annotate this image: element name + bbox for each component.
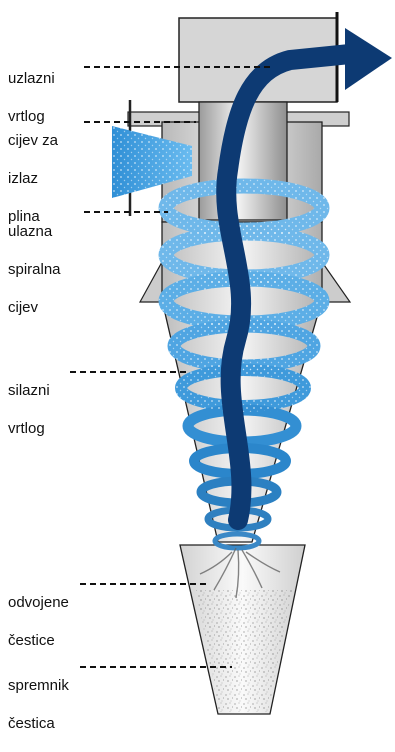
label-separated-particles: odvojene čestice [8,574,69,669]
label-line: spremnik [8,676,69,695]
label-line: cijev za [8,131,58,150]
label-line: cijev [8,298,61,317]
cyclone-separator-diagram: uzlazni vrtlog cijev za izlaz plina ulaz… [0,0,395,717]
upward-vortex-arrowhead [345,28,392,90]
label-line: izlaz [8,169,58,188]
label-downward-vortex: silazni vrtlog [8,362,50,457]
label-line: uzlazni [8,69,55,88]
hopper-particles [196,590,292,712]
label-line: odvojene [8,593,69,612]
label-line: vrtlog [8,419,50,438]
label-line: spiralna [8,260,61,279]
label-line: ulazna [8,222,61,241]
label-line: silazni [8,381,50,400]
label-spiral-inlet-pipe: ulazna spiralna cijev [8,203,61,336]
label-line: čestice [8,631,69,650]
label-particle-hopper: spremnik čestica [8,657,69,752]
